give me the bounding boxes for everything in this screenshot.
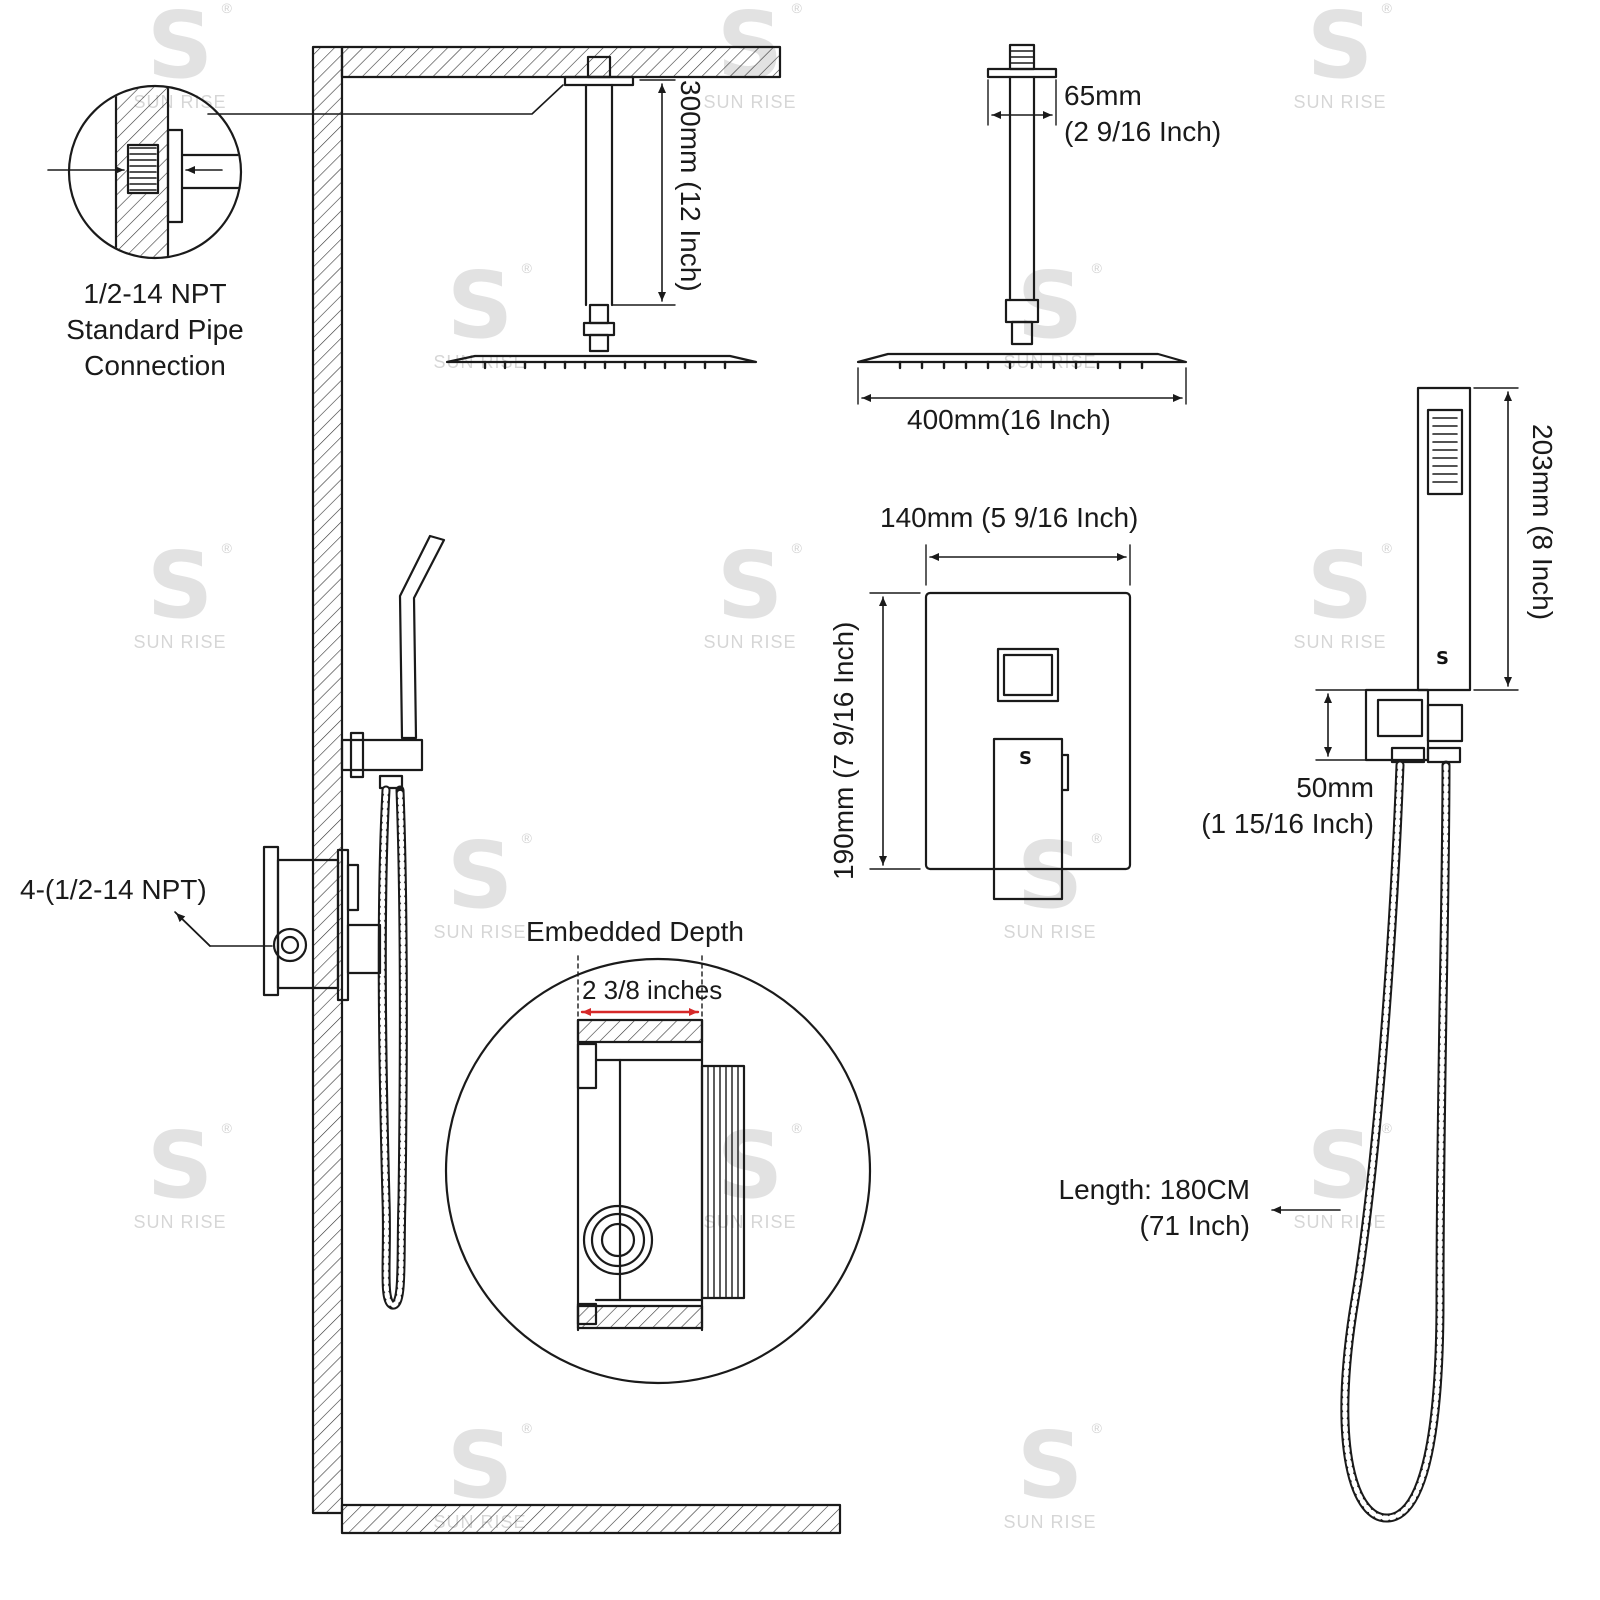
brand-logo-lever: S [1019,748,1032,769]
hose-length-label: Length: 180CM (71 Inch) [1058,1174,1250,1241]
arm-width-label: 65mm (2 9/16 Inch) [1064,80,1222,147]
installed-shower-arm [445,55,758,370]
plate-width-label: 140mm (5 9/16 Inch) [880,502,1139,533]
shower-arm-detail [856,43,1188,405]
arm-height-label: 300mm (12 Inch) [675,80,706,292]
installed-hand-shower [174,534,446,1310]
trim-plate-drawing [869,544,1132,901]
embedded-depth-title: Embedded Depth [526,916,744,947]
pipe-connection-detail [47,84,564,260]
embedded-depth-value: 2 3/8 inches [582,975,723,1005]
holder-height-label: 50mm (1 15/16 Inch) [1201,772,1374,839]
plate-height-label: 190mm (7 9/16 Inch) [828,621,859,880]
valve-ports-label: 4-(1/2-14 NPT) [20,874,207,905]
brand-logo-handshower: S [1436,648,1449,669]
pipe-connection-label: 1/2-14 NPT Standard Pipe Connection [66,278,244,381]
handshower-length-label: 203mm (8 Inch) [1527,424,1558,621]
embedded-depth-detail [444,955,872,1385]
wall-section [311,45,842,1535]
head-width-label: 400mm(16 Inch) [907,404,1111,435]
hand-shower-drawing [1271,386,1519,1523]
